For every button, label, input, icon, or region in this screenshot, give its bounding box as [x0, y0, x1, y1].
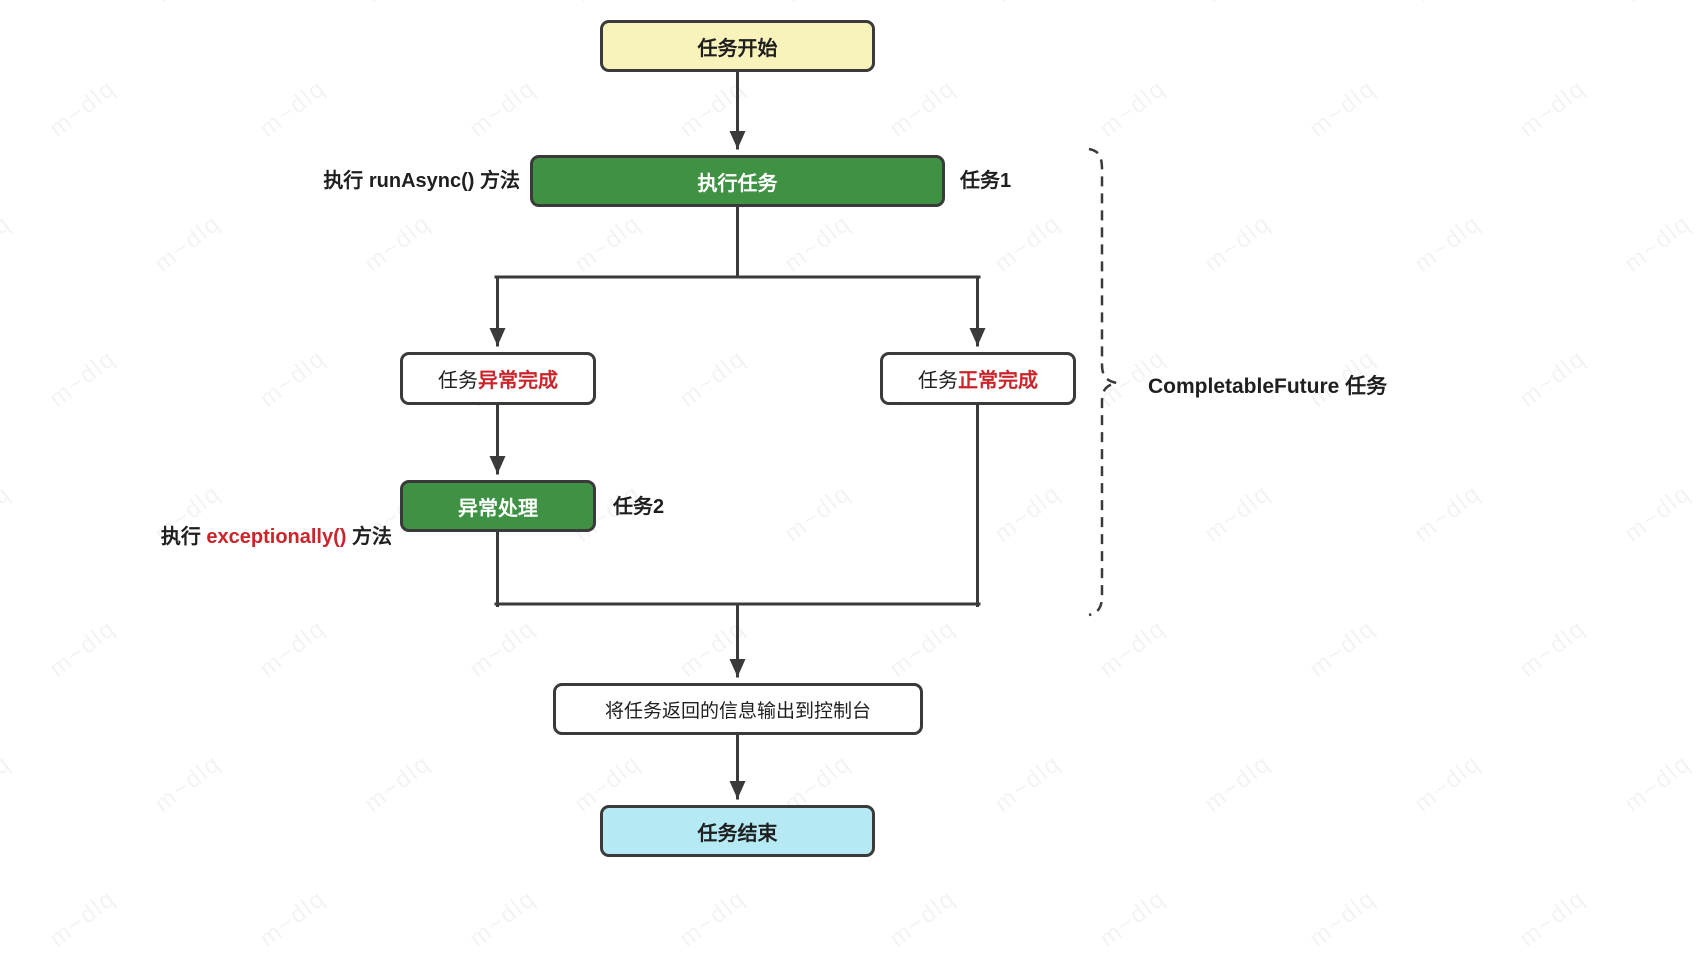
watermark-text: m~dlq — [989, 0, 1066, 8]
watermark-text: m~dlq — [1619, 209, 1696, 278]
watermark-text: m~dlq — [1304, 74, 1381, 143]
start-node: 任务开始 — [600, 20, 875, 72]
task1-left-label: 执行 runAsync() 方法 — [323, 170, 520, 192]
watermark-text: m~dlq — [0, 0, 17, 8]
watermark-text: m~dlq — [569, 209, 646, 278]
watermark-text: m~dlq — [254, 344, 331, 413]
watermark-text: m~dlq — [149, 749, 226, 818]
task2-left-post: 方法 — [346, 526, 392, 548]
watermark-text: m~dlq — [884, 884, 961, 953]
task1-right-label: 任务1 — [960, 170, 1012, 192]
task1-label: 执行任务 — [697, 172, 778, 195]
watermark-text: m~dlq — [674, 74, 751, 143]
watermark-text: m~dlq — [1514, 344, 1591, 413]
watermark-text: m~dlq — [464, 884, 541, 953]
branch-left-highlight: 异常完成 — [478, 370, 558, 392]
watermark-text: m~dlq — [0, 749, 16, 818]
branch-right-highlight: 正常完成 — [958, 370, 1038, 392]
end-label: 任务结束 — [697, 822, 778, 845]
watermark-text: m~dlq — [1514, 884, 1591, 953]
watermark-text: m~dlq — [1619, 0, 1696, 8]
watermark-text: m~dlq — [674, 614, 751, 683]
watermark-text: m~dlq — [569, 0, 646, 8]
watermark-text: m~dlq — [149, 209, 226, 278]
branch-right-node: 任务正常完成 — [880, 352, 1076, 405]
watermark-text: m~dlq — [1514, 74, 1591, 143]
task2-left-red: exceptionally() — [206, 526, 347, 548]
watermark-text: m~dlq — [1514, 614, 1591, 683]
watermark-text: m~dlq — [1304, 614, 1381, 683]
branch-left-prefix: 任务 — [438, 370, 478, 392]
watermark-text: m~dlq — [1409, 479, 1486, 548]
watermark-text: m~dlq — [359, 209, 436, 278]
watermark-text: m~dlq — [1619, 479, 1696, 548]
task2-label: 异常处理 — [458, 497, 538, 520]
watermark-text: m~dlq — [1619, 749, 1696, 818]
bracket-label: CompletableFuture 任务 — [1148, 375, 1388, 398]
watermark-text: m~dlq — [1094, 74, 1171, 143]
watermark-text: m~dlq — [779, 209, 856, 278]
watermark-text: m~dlq — [44, 614, 121, 683]
watermark-text: m~dlq — [989, 479, 1066, 548]
watermark-text: m~dlq — [1094, 614, 1171, 683]
watermark-text: m~dlq — [254, 884, 331, 953]
task2-left-pre: 执行 — [160, 526, 207, 548]
watermark-text: m~dlq — [464, 74, 541, 143]
output-label: 将任务返回的信息输出到控制台 — [604, 700, 871, 722]
watermark-text: m~dlq — [359, 749, 436, 818]
watermark-text: m~dlq — [0, 209, 16, 278]
task2-right-label: 任务2 — [613, 496, 665, 518]
watermark-text: m~dlq — [149, 0, 226, 8]
watermark-text: m~dlq — [44, 884, 121, 953]
watermark-text: m~dlq — [1409, 749, 1486, 818]
watermark-text: m~dlq — [1199, 0, 1276, 8]
watermark-text: m~dlq — [44, 344, 121, 413]
watermark-text: m~dlq — [779, 0, 856, 8]
output-node: 将任务返回的信息输出到控制台 — [553, 683, 923, 735]
watermark-text: m~dlq — [989, 749, 1066, 818]
watermark-text: m~dlq — [254, 74, 331, 143]
task2-node: 异常处理 — [400, 480, 596, 532]
task1-node: 执行任务 — [530, 155, 945, 207]
watermark-text: m~dlq — [464, 614, 541, 683]
watermark-text: m~dlq — [0, 479, 16, 548]
watermark-text: m~dlq — [1199, 209, 1276, 278]
watermark-text: m~dlq — [1199, 749, 1276, 818]
watermark-text: m~dlq — [989, 209, 1066, 278]
watermark-text: m~dlq — [779, 479, 856, 548]
watermark-text: m~dlq — [359, 0, 436, 8]
watermark-text: m~dlq — [674, 884, 751, 953]
watermark-text: m~dlq — [44, 74, 121, 143]
watermark-text: m~dlq — [1409, 0, 1486, 8]
completablefuture-brace — [1088, 147, 1118, 617]
end-node: 任务结束 — [600, 805, 875, 857]
watermark-text: m~dlq — [1199, 479, 1276, 548]
task2-left-label: 执行 exceptionally() 方法 — [100, 492, 392, 582]
connector-segments — [494, 205, 981, 607]
watermark-text: m~dlq — [884, 74, 961, 143]
start-label: 任务开始 — [697, 37, 778, 60]
watermark-text: m~dlq — [884, 614, 961, 683]
watermark-text: m~dlq — [1304, 884, 1381, 953]
watermark-text: m~dlq — [1409, 209, 1486, 278]
branch-right-prefix: 任务 — [918, 370, 958, 392]
watermark-text: m~dlq — [1094, 884, 1171, 953]
watermark-text: m~dlq — [674, 344, 751, 413]
watermark-text: m~dlq — [254, 614, 331, 683]
branch-left-node: 任务异常完成 — [400, 352, 596, 405]
